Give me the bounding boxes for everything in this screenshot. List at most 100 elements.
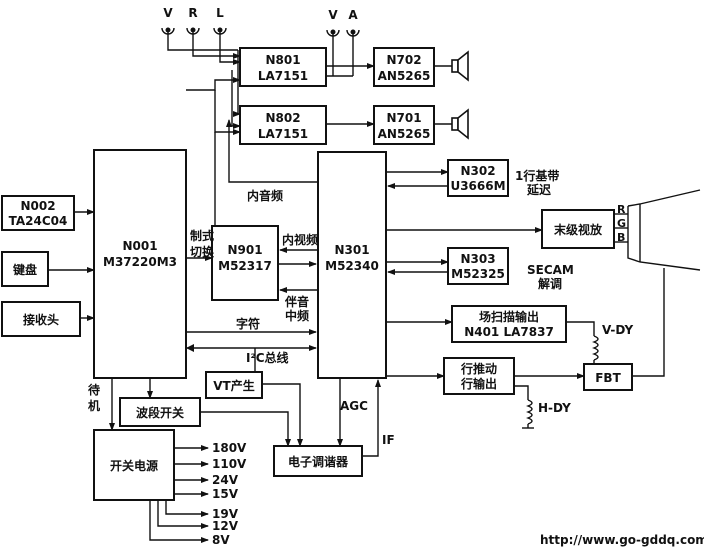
n901-name: N901 [227, 243, 262, 257]
secam-label-2: 解调 [538, 276, 562, 291]
voltage-19v: 19V [212, 507, 239, 521]
vscan-name: 场扫描输出 [479, 309, 539, 324]
block-final-video: 末级视放 [541, 209, 615, 249]
n802-name: N802 [265, 111, 300, 125]
block-vt: VT产生 [205, 371, 263, 399]
voltage-24v: 24V [212, 473, 239, 487]
block-n702: N702 AN5265 [373, 47, 435, 87]
block-vscan: 场扫描输出 N401 LA7837 [451, 305, 567, 343]
rgb-b-label: B [617, 231, 625, 244]
block-n801: N801 LA7151 [239, 47, 327, 87]
n901-part: M52317 [218, 259, 272, 273]
v-dy-coil-icon [588, 335, 600, 365]
n701-part: AN5265 [378, 127, 431, 141]
block-receiver: 接收头 [1, 301, 81, 337]
h-dy-coil-icon [522, 399, 534, 429]
hdrive-line1: 行推动 [460, 361, 497, 376]
n301-part: M52340 [325, 259, 379, 273]
block-n302: N302 U3666M [447, 159, 509, 197]
hdy-label: H-DY [538, 401, 571, 415]
if-label: IF [382, 433, 395, 447]
block-n802: N802 LA7151 [239, 105, 327, 145]
standard-switch-label-1: 制式 [190, 228, 214, 243]
n802-part: LA7151 [258, 127, 308, 141]
receiver-label: 接收头 [23, 312, 59, 327]
sound-if-label-1: 伴音 [284, 294, 309, 309]
n001-part: M37220M3 [103, 255, 177, 269]
char-label: 字符 [236, 316, 260, 331]
n301-name: N301 [334, 243, 369, 257]
n701-name: N701 [386, 111, 421, 125]
wires [48, 44, 665, 543]
voltage-180v: 180V [212, 441, 247, 455]
speaker-1-icon [451, 50, 469, 82]
block-n901: N901 M52317 [211, 225, 279, 301]
n801-part: LA7151 [258, 69, 308, 83]
n001-name: N001 [122, 239, 157, 253]
input-l-label: L [216, 6, 224, 20]
output-a-label: A [348, 8, 358, 22]
secam-label-1: SECAM [527, 263, 574, 277]
signal-labels: 内音频 制式 切换 内视频 伴音 中频 字符 I²C总线 AGC IF 待 机 … [88, 168, 633, 447]
n801-name: N801 [265, 53, 300, 67]
tuner-label: 电子调谐器 [288, 454, 349, 469]
standby-label-2: 机 [88, 398, 100, 413]
vt-label: VT产生 [213, 378, 254, 393]
power-label: 开关电源 [110, 458, 158, 473]
voltage-12v: 12V [212, 519, 239, 533]
inner-audio-label: 内音频 [247, 188, 283, 203]
n002-name: N002 [20, 199, 55, 213]
block-keyboard: 键盘 [1, 251, 49, 287]
n002-part: TA24C04 [9, 214, 68, 228]
block-n303: N303 M52325 [447, 247, 509, 285]
output-v-label: V [328, 8, 338, 22]
band-switch-label: 波段开关 [136, 405, 184, 420]
rgb-g-label: G [617, 217, 626, 230]
n303-part: M52325 [451, 267, 505, 281]
voltage-8v: 8V [212, 533, 230, 547]
watermark: http://www.go-gddq.com [540, 533, 704, 547]
jack-v-out-icon [326, 29, 340, 76]
fbt-label: FBT [595, 371, 621, 385]
output-jacks: V A [326, 8, 360, 76]
i2c-label: I²C总线 [246, 350, 289, 365]
inner-video-label: 内视频 [282, 232, 318, 247]
block-n001: N001 M37220M3 [93, 149, 187, 379]
input-r-label: R [188, 6, 197, 20]
jack-a-out-icon [346, 29, 360, 76]
hdrive-line2: 行输出 [460, 376, 497, 391]
block-n002: N002 TA24C04 [1, 195, 75, 231]
speaker-2-icon [451, 108, 469, 140]
block-power: 开关电源 [93, 429, 175, 501]
jack-v-in-icon [161, 27, 175, 44]
standard-switch-label-2: 切换 [190, 244, 215, 259]
agc-label: AGC [340, 399, 368, 413]
crt-tube-icon [627, 189, 701, 271]
input-v-label: V [163, 6, 173, 20]
n303-name: N303 [460, 252, 495, 266]
voltage-15v: 15V [212, 487, 239, 501]
rgb-r-label: R [617, 203, 626, 216]
final-video-label: 末级视放 [554, 222, 603, 237]
voltage-labels: 180V 110V 24V 15V 19V 12V 8V [212, 441, 247, 547]
vscan-part: N401 LA7837 [464, 325, 554, 339]
keyboard-label: 键盘 [12, 262, 37, 277]
input-jacks: V R L [161, 6, 227, 44]
n702-part: AN5265 [378, 69, 431, 83]
block-fbt: FBT [583, 363, 633, 391]
block-n301: N301 M52340 [317, 151, 387, 379]
standby-label-1: 待 [88, 382, 100, 397]
voltage-110v: 110V [212, 457, 247, 471]
block-n701: N701 AN5265 [373, 105, 435, 145]
n702-name: N702 [386, 53, 421, 67]
n302-name: N302 [460, 164, 495, 178]
line-delay-label-1: 1行基带 [515, 168, 559, 183]
jack-r-in-icon [186, 27, 200, 44]
vdy-label: V-DY [602, 323, 633, 337]
n302-part: U3666M [450, 179, 505, 193]
sound-if-label-2: 中频 [285, 308, 309, 323]
block-tuner: 电子调谐器 [273, 445, 363, 477]
line-delay-label-2: 延迟 [526, 182, 551, 197]
block-band-switch: 波段开关 [119, 397, 201, 427]
